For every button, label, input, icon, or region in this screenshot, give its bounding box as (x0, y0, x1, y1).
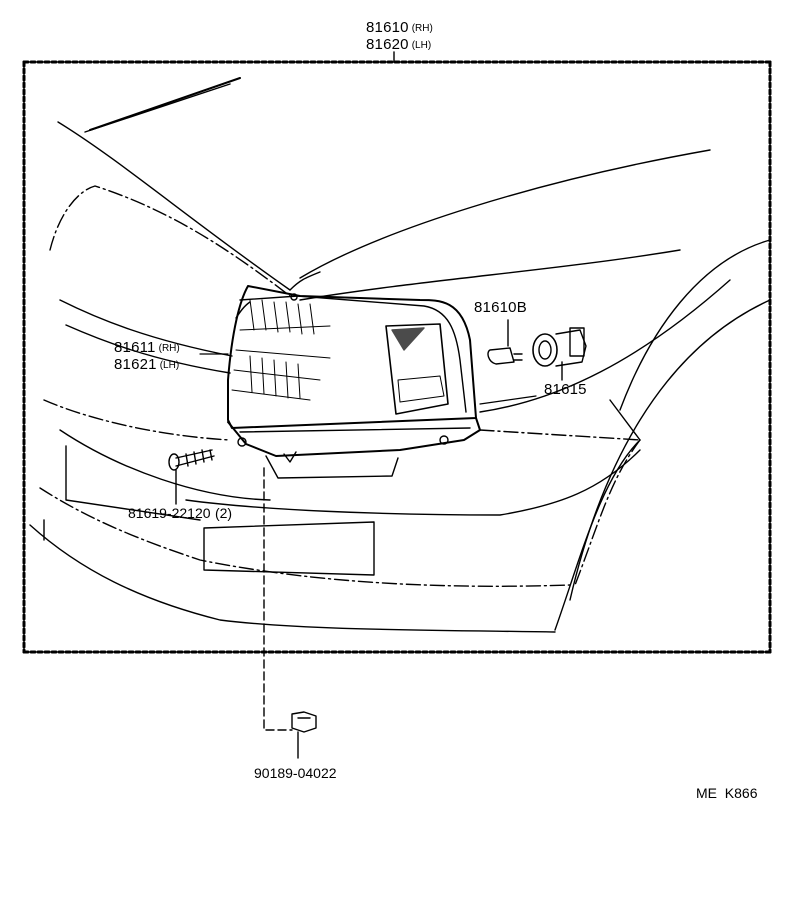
car-body-outline (29, 77, 771, 633)
clip-drawing (263, 467, 317, 759)
lens-rh-suffix: (RH) (158, 343, 180, 354)
lens-lh-part: 81621 (114, 356, 157, 373)
socket-label: 81615 (544, 381, 587, 398)
screw-part: 81619-22120 (128, 505, 211, 521)
assembly-lh-suffix: (LH) (411, 40, 432, 51)
corner-lamp (227, 285, 481, 479)
socket-drawing (532, 327, 587, 381)
assembly-frame (22, 60, 772, 654)
lens-lh-suffix: (LH) (159, 360, 180, 371)
screw-label: 81619-22120 (2) (128, 506, 232, 522)
lens-label: 81611(RH) 81621(LH) (114, 340, 180, 373)
drawing-code: ME K866 (696, 785, 758, 801)
assembly-lh-part: 81620 (366, 36, 409, 53)
clip-label: 90189-04022 (254, 765, 337, 781)
assembly-rh-part: 81610 (366, 19, 409, 36)
assembly-rh-suffix: (RH) (411, 23, 433, 34)
assembly-label: 81610(RH) 81620(LH) (366, 20, 433, 53)
screw-qty: (2) (214, 505, 233, 521)
leader-lines (199, 353, 537, 405)
lens-rh-part: 81611 (114, 339, 156, 356)
bulb-label: 81610B (474, 299, 527, 316)
screw-drawing (168, 449, 215, 505)
bulb-drawing (487, 319, 523, 365)
